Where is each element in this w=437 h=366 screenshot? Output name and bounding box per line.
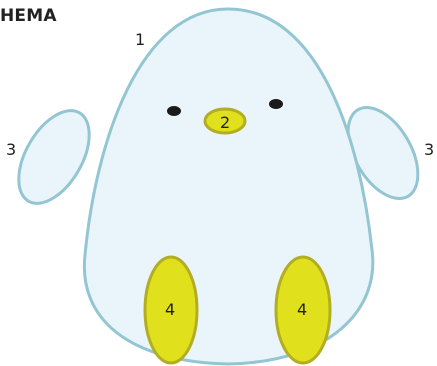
label-foot-left: 4	[165, 300, 175, 319]
label-wing-right: 3	[424, 140, 434, 159]
eye-right	[269, 99, 283, 109]
label-beak: 2	[220, 113, 230, 132]
eye-left	[167, 106, 181, 116]
label-body: 1	[135, 30, 145, 49]
wing-left	[4, 99, 103, 215]
label-wing-left: 3	[6, 140, 16, 159]
label-foot-right: 4	[297, 300, 307, 319]
